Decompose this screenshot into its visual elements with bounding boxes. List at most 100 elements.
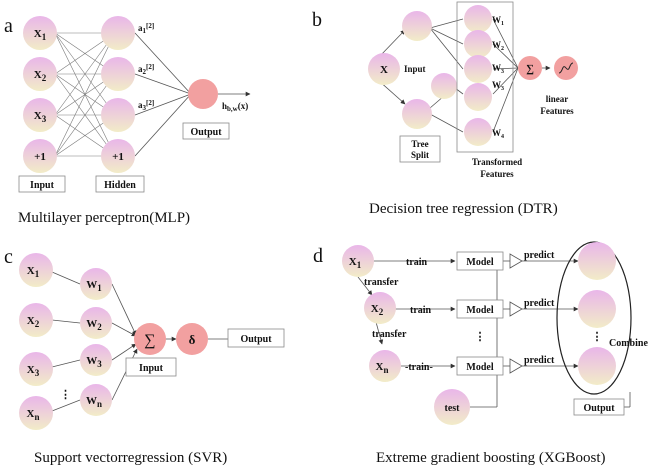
dtr-tree-label-2: Split [411, 150, 429, 160]
svg-text:W2: W2 [492, 40, 504, 52]
svg-text:W4: W4 [492, 128, 504, 140]
panel-a-letter: a [4, 15, 13, 37]
dtr-feature-node-5: W4 [464, 118, 504, 146]
xgb-pred-node-3 [578, 347, 616, 385]
svg-text:X2: X2 [27, 315, 40, 329]
mlp-input-bias-node: +1 [23, 139, 57, 173]
dtr-caption: Decision tree regression (DTR) [369, 201, 558, 217]
dtr-feature-node-3: W3 [464, 55, 504, 83]
xgb-train-label-1: train [406, 257, 428, 268]
svg-text:+1: +1 [112, 151, 124, 163]
dtr-tree-node-bottom [402, 99, 432, 129]
xgb-predict-label-1: predict [524, 250, 555, 261]
svg-text:test: test [445, 403, 461, 414]
svr-input-node-3: X3 [19, 352, 53, 386]
dtr-transformed-label-2: Features [480, 169, 514, 179]
svr-sum-node: ∑ [134, 323, 166, 355]
mlp-activation-1: a1[2] [138, 22, 154, 35]
dtr-sum-node: ∑ [518, 56, 542, 80]
xgb-transfer-label-1: transfer [364, 277, 399, 288]
svg-text:W1: W1 [492, 15, 504, 27]
svr-input-node-2: X2 [19, 303, 53, 337]
xgb-model-1: Model [466, 257, 493, 268]
svr-input-label: Input [139, 363, 164, 374]
mlp-caption: Multilayer perceptron(MLP) [18, 210, 190, 226]
mlp-hidden-node-1 [101, 16, 135, 50]
svg-text:X2: X2 [371, 303, 384, 317]
svr-delta-node: δ [176, 323, 208, 355]
dtr-tree-label-1: Tree [411, 139, 428, 149]
dtr-weight-extra: W3 [492, 80, 504, 92]
svr-input-node-4: Xn [19, 396, 53, 430]
svg-text:Xn: Xn [27, 408, 40, 422]
xgb-dots-preds: ⋮ [592, 331, 603, 343]
svg-text:Xn: Xn [376, 361, 389, 375]
xgb-pred-node-2 [578, 290, 616, 328]
svg-text:X3: X3 [27, 364, 40, 378]
dtr-tree-node-mid [431, 73, 457, 99]
mlp-hidden-bias-node: +1 [101, 139, 135, 173]
svg-text:∑: ∑ [526, 63, 534, 75]
panel-b-dtr: b X Input W1 [312, 1, 578, 217]
xgb-train-label-3: -train- [405, 362, 433, 373]
mlp-activation-3: a3[2] [138, 99, 154, 112]
xgb-node-xn: Xn [369, 350, 401, 382]
xgb-dots-models: ⋮ [475, 331, 486, 343]
xgb-caption: Extreme gradient boosting (XGBoost) [376, 450, 606, 466]
mlp-input-node-3: X3 [23, 98, 57, 132]
xgb-model-2: Model [466, 305, 493, 316]
xgb-node-x1: X1 [342, 245, 374, 277]
svg-text:Wn: Wn [86, 395, 102, 409]
panel-c-svr: c X1 X2 X3 Xn ⋮ [4, 246, 285, 466]
xgb-model-3: Model [466, 362, 493, 373]
dtr-feature-node-2: W2 [464, 30, 504, 58]
mlp-hidden-node-3 [101, 98, 135, 132]
mlp-output-label: Output [190, 127, 222, 138]
svg-text:X3: X3 [34, 110, 47, 124]
mlp-edges [54, 32, 251, 157]
dtr-activation-node [554, 56, 578, 80]
svg-text:X: X [380, 64, 388, 76]
mlp-output-node [188, 79, 218, 109]
mlp-activation-2: a2[2] [138, 63, 154, 76]
xgb-output-label: Output [583, 403, 615, 414]
dtr-edges [377, 18, 551, 133]
dtr-input-node: X [368, 53, 400, 85]
svr-edges [51, 271, 228, 412]
dtr-tree-node-top [402, 11, 432, 41]
sigmoid-icon [558, 62, 574, 74]
mlp-hidden-node-2 [101, 57, 135, 91]
xgb-pred-node-1 [578, 242, 616, 280]
panel-c-letter: c [4, 246, 13, 268]
dtr-feature-node-4 [464, 83, 492, 111]
mlp-input-node-2: X2 [23, 57, 57, 91]
svg-text:δ: δ [189, 332, 196, 347]
xgb-combine-ellipse [556, 241, 632, 395]
svg-text:W3: W3 [86, 355, 102, 369]
xgb-predict-label-3: predict [524, 355, 555, 366]
xgb-node-x2: X2 [364, 292, 396, 324]
panel-d-letter: d [313, 245, 323, 267]
dtr-linear-label-1: linear [546, 94, 569, 104]
svr-output-label: Output [240, 334, 272, 345]
panel-d-xgboost: d X1 X2 [313, 241, 648, 466]
svg-text:X1: X1 [27, 265, 40, 279]
mlp-input-node-1: X1 [23, 16, 57, 50]
svg-text:∑: ∑ [144, 332, 155, 349]
dtr-linear-label-2: Features [540, 106, 574, 116]
mlp-input-label: Input [30, 180, 55, 191]
xgb-combine-label: Combine [609, 338, 648, 349]
mlp-hidden-label: Hidden [104, 180, 136, 191]
dtr-transformed-label-1: Transformed [472, 157, 522, 167]
xgb-predict-label-2: predict [524, 298, 555, 309]
svr-dots: ⋮ [60, 389, 71, 401]
svr-caption: Support vectorregression (SVR) [34, 450, 227, 466]
svg-text:X1: X1 [349, 256, 362, 270]
dtr-feature-node-1: W1 [464, 5, 504, 33]
xgb-edges [357, 253, 631, 408]
mlp-output-function: hb,w(x) [222, 101, 248, 113]
svr-weight-node-4: Wn [80, 384, 112, 416]
svg-text:W1: W1 [86, 279, 102, 293]
svr-input-node-1: X1 [19, 253, 53, 287]
